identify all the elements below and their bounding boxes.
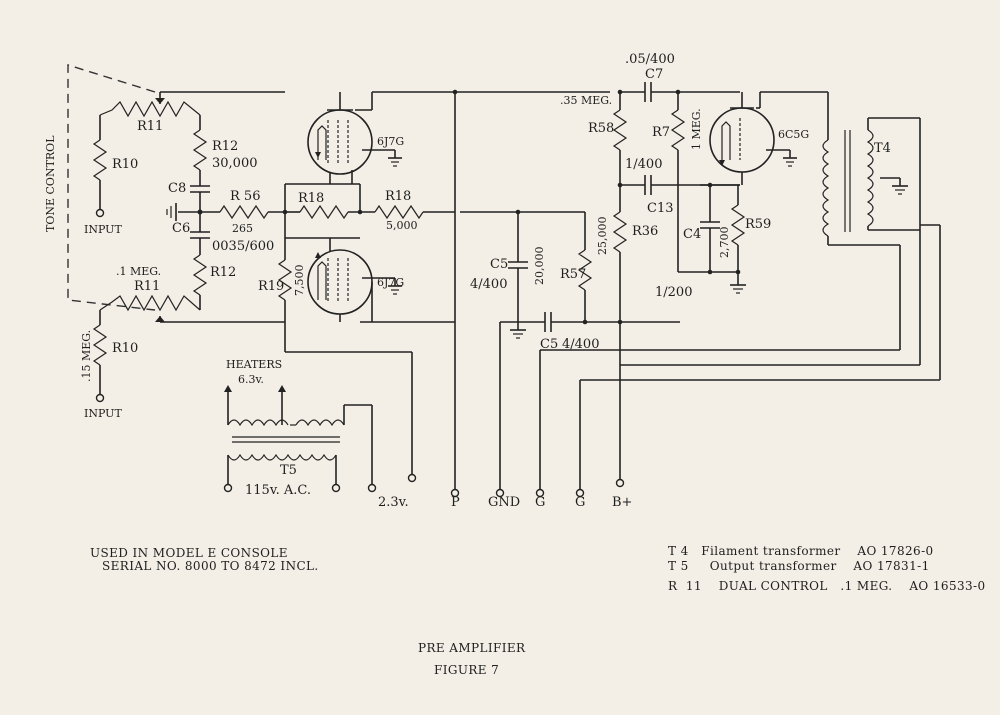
c7-label: C7 [645, 67, 663, 82]
mains-label: 115v. A.C. [245, 483, 311, 498]
r7-label: R7 [652, 125, 670, 140]
r12-bottom-resistor [193, 254, 207, 310]
lower-bus [285, 224, 941, 490]
r57-resistor [578, 212, 592, 322]
c4-value: 2,700 [718, 227, 731, 259]
tube3-6c5g [709, 91, 828, 185]
heaters-label: HEATERS [226, 358, 282, 371]
r12-top-resistor [193, 129, 207, 186]
r11-note: R 11 DUAL CONTROL .1 MEG. AO 16533-0 [668, 579, 986, 593]
c13-label: C13 [647, 201, 674, 216]
r58-value: .35 MEG. [560, 94, 612, 107]
t5-transformer [224, 385, 373, 485]
t4-label: T4 [874, 141, 891, 156]
input-top-label: INPUT [84, 223, 122, 236]
r12-top-value: 30,000 [212, 156, 258, 171]
terminal-p: P [451, 495, 460, 510]
r36-label: R36 [632, 224, 658, 239]
r11-top-potentiometer [99, 91, 285, 130]
r18-b-label: R18 [385, 189, 411, 204]
r12-bottom-label: R12 [210, 265, 236, 280]
c4-label: C4 [683, 227, 701, 242]
tone-control-label: TONE CONTROL [44, 135, 57, 232]
r18-b-value: 5,000 [386, 219, 418, 232]
r36-resistor [613, 195, 627, 480]
used-in-line2: SERIAL NO. 8000 TO 8472 INCL. [102, 559, 319, 573]
caption-title: PRE AMPLIFIER [418, 641, 526, 655]
t4-note: T 4 Filament transformer AO 17826-0 [668, 544, 934, 558]
c7-value: .05/400 [625, 52, 675, 67]
c5-upper-label: C5 [490, 257, 508, 272]
tone-control-bracket [67, 64, 156, 311]
c8-capacitor [190, 185, 210, 212]
plate-bus [372, 91, 610, 490]
r58-label: R58 [588, 121, 614, 136]
input-bottom-label: INPUT [84, 407, 122, 420]
terminal-bplus: B+ [612, 495, 632, 510]
c5-upper-resistance: 20,000 [533, 247, 546, 286]
r19-value: 7,500 [293, 265, 306, 297]
tube1-6j7g [307, 92, 402, 184]
r10-top-resistor [93, 130, 107, 218]
r18-network [284, 183, 455, 239]
v23-label: 2.3v. [378, 495, 409, 510]
r7-value: 1 MEG. [690, 108, 703, 150]
r10-top-label: R10 [112, 157, 138, 172]
r12-top-label: R12 [212, 139, 238, 154]
c5-upper-value: 4/400 [470, 277, 507, 292]
r10-bottom-label: R10 [112, 341, 138, 356]
r56-value: 265 [232, 222, 253, 235]
terminal-row [223, 473, 625, 498]
r10-bottom-resistor [93, 324, 107, 403]
c6-value: 0035/600 [212, 239, 274, 254]
c5-lower-capacitor [499, 312, 680, 490]
c6-capacitor [190, 212, 210, 255]
c13-value: 1/400 [625, 157, 662, 172]
terminal-gnd: GND [488, 495, 520, 510]
r11-bottom-label: R11 [134, 279, 160, 294]
terminal-g1: G [535, 495, 545, 510]
c5-upper-capacitor [460, 211, 585, 339]
r58-resistor [613, 92, 627, 195]
t5-label: T5 [280, 463, 297, 478]
tube2-6j7g [307, 238, 455, 323]
r36-value: 25,000 [596, 217, 609, 256]
r10-bottom-value: .15 MEG. [80, 330, 93, 382]
r56-label: R 56 [230, 189, 260, 204]
r19-resistor [278, 238, 292, 352]
c7-capacitor [620, 82, 740, 102]
r57-label: R57 [560, 267, 586, 282]
c6-label: C6 [172, 221, 190, 236]
t4-transformer [540, 92, 921, 366]
r59-label: R59 [745, 217, 771, 232]
r11-bottom-potentiometer [99, 294, 285, 325]
heaters-voltage: 6.3v. [238, 373, 264, 386]
tube1-label: 6J7G [377, 135, 404, 148]
tube3-label: 6C5G [778, 128, 809, 141]
c5-lower-value: 4/400 [562, 337, 599, 352]
junction-dots [282, 89, 741, 325]
r7-resistor [671, 92, 685, 185]
r11-top-label: R11 [137, 119, 163, 134]
c5-lower-label: C5 [540, 337, 558, 352]
used-in-line1: USED IN MODEL E CONSOLE [90, 546, 288, 560]
r18-a-label: R18 [298, 191, 324, 206]
tube2-label: 6J7G [377, 276, 404, 289]
r19-label: R19 [258, 279, 284, 294]
r11-bottom-value: .1 MEG. [116, 265, 161, 278]
terminal-g2: G [575, 495, 585, 510]
t5-note: T 5 Output transformer AO 17831-1 [668, 559, 930, 573]
cap-1-200-label: 1/200 [655, 285, 692, 300]
tone-center-node [166, 203, 285, 221]
caption-figure: FIGURE 7 [434, 663, 499, 677]
c8-label: C8 [168, 181, 186, 196]
